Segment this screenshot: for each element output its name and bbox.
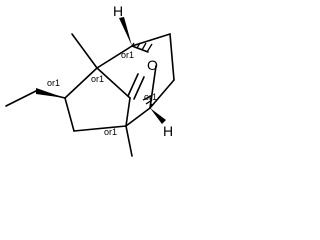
- atom-oxygen: O: [147, 57, 158, 73]
- bond-c-ethyl-to-c-top: [64, 67, 98, 99]
- bond-top-bridgehead-to-o-bridge: [131, 45, 149, 53]
- stereo-label-methyl-bridgehead: or1: [91, 74, 104, 84]
- wedge-ethyl: [36, 88, 65, 98]
- bond-ch2-bottom-to-c-quat: [73, 125, 127, 132]
- wedge-top-h: [119, 17, 132, 46]
- atom-h-bottom: H: [163, 123, 173, 139]
- bond-ethyl-ch3: [5, 90, 37, 107]
- bond-ring-to-right-bridgehead: [149, 79, 175, 109]
- atom-h-top: H: [113, 3, 123, 19]
- hashed-bond-right: [142, 95, 153, 109]
- bond-c-top-to-bridge-top: [96, 45, 133, 69]
- stereo-label-right-bridgehead: or1: [144, 92, 157, 102]
- bond-c-ethyl-to-ch2-bottom: [64, 97, 75, 132]
- hashed-bond-top: [131, 42, 153, 53]
- bond-right-bridgehead-to-c-quat: [125, 107, 151, 127]
- stereo-label-bottom-quaternary: or1: [104, 127, 117, 137]
- bond-carbonyl-double-1: [127, 73, 139, 97]
- stereo-label-ethyl-carbon: or1: [47, 78, 60, 88]
- bond-c-top-to-methyl: [71, 33, 98, 69]
- bond-bridge-top-to-ring: [131, 33, 171, 47]
- bond-carbonyl-to-c-quat: [125, 97, 131, 127]
- bond-ring-right: [169, 33, 175, 81]
- bond-carbonyl-double-2: [133, 76, 145, 100]
- wedge-bottom-h: [150, 108, 166, 124]
- bond-c-top-to-carbonyl: [96, 67, 131, 99]
- structure-diagram: H H O or1 or1 or1 or1 or1: [0, 0, 194, 166]
- bond-c-quat-to-methyl: [125, 125, 133, 157]
- stereo-label-top-bridgehead: or1: [121, 50, 134, 60]
- molecule-svg: H H O or1 or1 or1 or1 or1: [5, 3, 175, 157]
